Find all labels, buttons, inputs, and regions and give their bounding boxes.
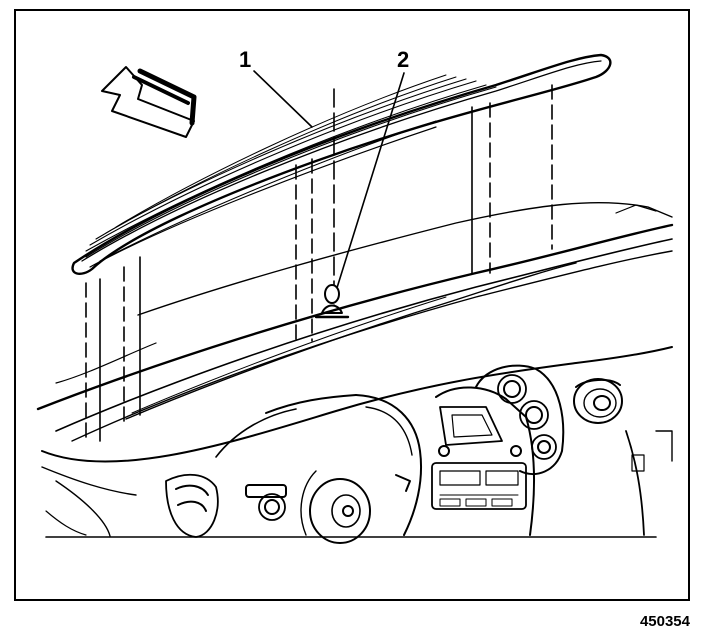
right-vent bbox=[573, 378, 623, 424]
cluster-hood bbox=[215, 394, 423, 536]
defroster-grille bbox=[71, 53, 612, 275]
left-vent bbox=[165, 473, 287, 538]
alignment-lines bbox=[85, 84, 553, 444]
callout-1-leader bbox=[253, 70, 313, 128]
callout-2-label: 2 bbox=[397, 47, 410, 72]
gauge-pod bbox=[475, 364, 565, 476]
center-stack bbox=[395, 386, 536, 536]
sunload-sensor bbox=[314, 284, 350, 319]
illustration-frame: 1 2 bbox=[14, 9, 690, 601]
steering-wheel-hub bbox=[300, 470, 371, 544]
callout-2-leader bbox=[335, 72, 405, 292]
instrument-panel-top bbox=[36, 201, 674, 442]
instrument-panel-lower bbox=[41, 346, 673, 537]
callout-1-label: 1 bbox=[239, 47, 252, 72]
direction-arrow-icon bbox=[101, 66, 197, 138]
figure-number: 450354 bbox=[639, 613, 690, 630]
right-dash-edge bbox=[625, 430, 673, 536]
dashboard-defroster-grille-illustration bbox=[36, 53, 674, 544]
